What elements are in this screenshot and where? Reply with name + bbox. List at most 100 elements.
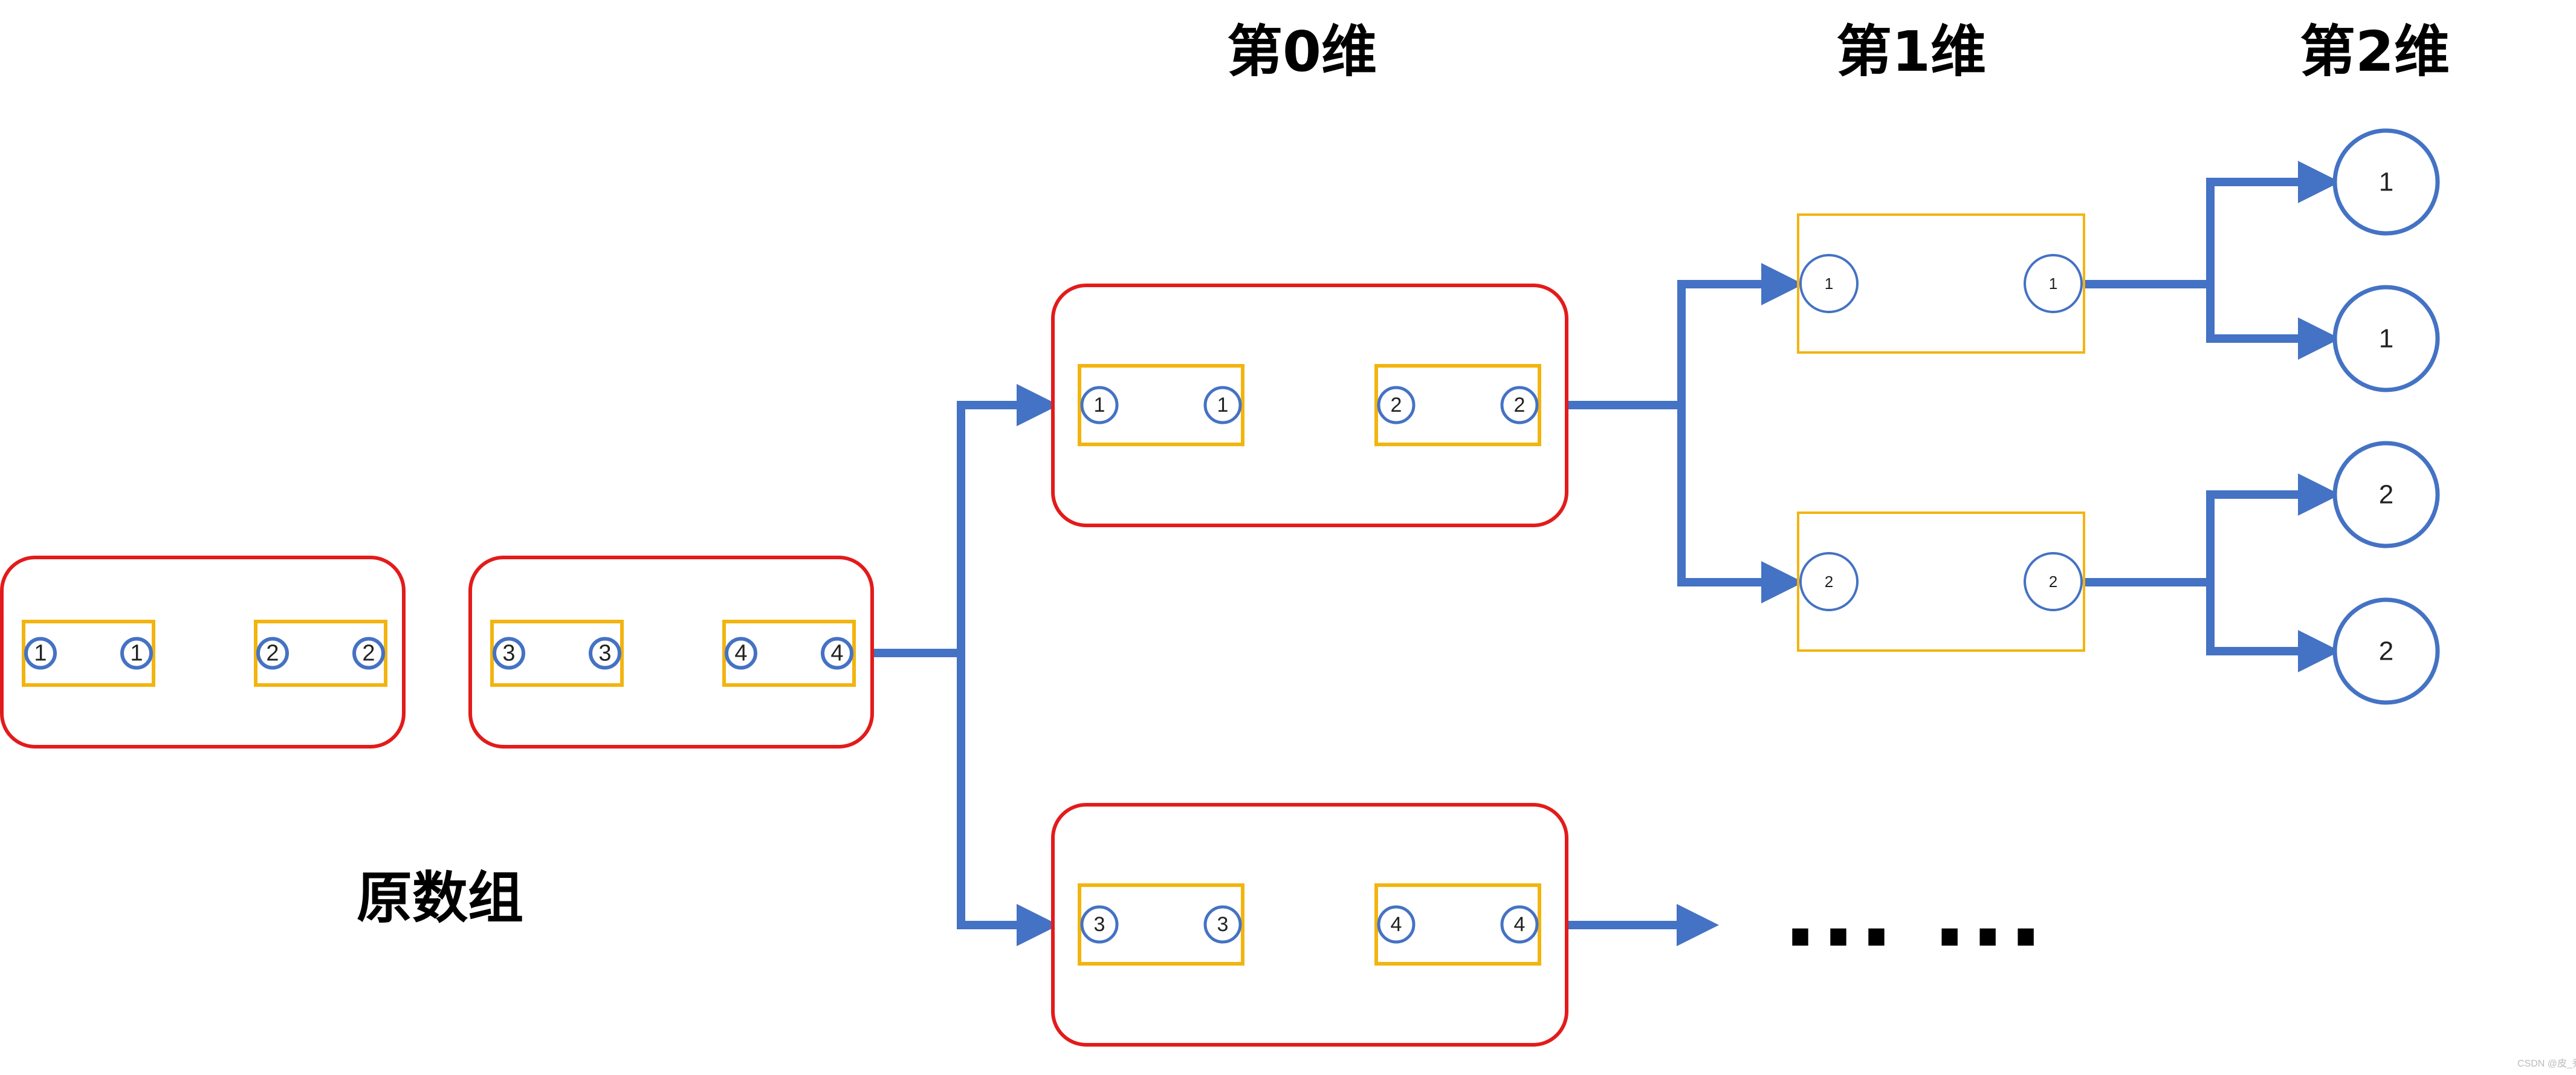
element-right: 4: [1500, 905, 1539, 944]
arrow-to-dim2-element-2: [2206, 284, 2340, 360]
element-label: 1: [2049, 274, 2057, 293]
group-box: [468, 556, 874, 749]
group-box: [1051, 803, 1568, 1047]
element-circle: [2332, 441, 2440, 548]
arrow-to-dim0-group-1: [957, 384, 1059, 653]
element-left: 3: [493, 637, 525, 670]
element-label: 2: [2049, 573, 2057, 591]
heading-dim2: 第2维: [2300, 19, 2450, 84]
element-circle: [2332, 128, 2440, 236]
arrow-to-dim0-group-2: [957, 653, 1059, 946]
element-right: 3: [589, 637, 621, 670]
element-right: 3: [1203, 905, 1242, 944]
element-label: 2: [1391, 394, 1402, 417]
element-right: 1: [2024, 254, 2083, 313]
element-circle: [725, 637, 757, 670]
element-label: 1: [1217, 394, 1229, 417]
element-left: 2: [1377, 386, 1416, 424]
heading-original-array: 原数组: [357, 866, 524, 930]
element-right: 2: [2024, 552, 2083, 611]
element-circle: [493, 637, 525, 670]
arrow-to-dim2-element-4: [2206, 582, 2340, 672]
element-label: 2: [266, 641, 279, 666]
element-circle: [1203, 386, 1242, 424]
ellipsis-text: ... ...: [1783, 862, 2047, 967]
element-circle: [1203, 905, 1242, 944]
dim2-element-1: 1: [2332, 128, 2440, 236]
element-circle: [1080, 905, 1119, 944]
element-circle: [24, 637, 57, 670]
element-right: 2: [1500, 386, 1539, 424]
element-label: 1: [34, 641, 47, 666]
element-label: 3: [502, 641, 515, 666]
element-circle: [256, 637, 289, 670]
element-left: 3: [1080, 905, 1119, 944]
element-circle: [1799, 552, 1859, 611]
element-circle: [120, 637, 153, 670]
element-left: 1: [1080, 386, 1119, 424]
element-circle: [352, 637, 385, 670]
dim2-element-2: 1: [2332, 285, 2440, 392]
element-left: 2: [256, 637, 289, 670]
element-right: 2: [352, 637, 385, 670]
heading-dim0: 第0维: [1227, 19, 1377, 84]
element-label: 1: [2379, 167, 2393, 197]
element-label: 1: [1825, 274, 1833, 293]
heading-dim1: 第1维: [1836, 19, 1987, 84]
element-circle: [589, 637, 621, 670]
element-circle: [1377, 386, 1416, 424]
element-circle: [1377, 905, 1416, 944]
element-label: 3: [598, 641, 611, 666]
element-circle: [2024, 552, 2083, 611]
element-circle: [1799, 254, 1859, 313]
element-right: 4: [821, 637, 853, 670]
arrow-to-dim1-pair-2: [1677, 405, 1804, 603]
element-label: 4: [830, 641, 843, 666]
element-label: 2: [1825, 573, 1833, 591]
element-label: 2: [1514, 394, 1526, 417]
element-right: 1: [120, 637, 153, 670]
dim2-element-3: 2: [2332, 441, 2440, 548]
element-circle: [1080, 386, 1119, 424]
element-left: 1: [1799, 254, 1859, 313]
element-label: 3: [1094, 913, 1105, 936]
element-label: 2: [362, 641, 375, 666]
element-left: 4: [725, 637, 757, 670]
arrow-to-dim1-pair-1: [1677, 263, 1804, 405]
group-box: [0, 556, 406, 749]
element-label: 2: [2379, 480, 2393, 510]
connectors: [872, 161, 2340, 946]
element-label: 4: [1391, 913, 1402, 936]
dim2-element-4: 2: [2332, 597, 2440, 705]
element-label: 2: [2379, 637, 2393, 666]
arrow-to-dim2-element-3: [2206, 473, 2340, 582]
element-circle: [2024, 254, 2083, 313]
element-circle: [1500, 905, 1539, 944]
element-circle: [1500, 386, 1539, 424]
arrow-to-dim2-element-1: [2206, 161, 2340, 284]
element-circle: [821, 637, 853, 670]
element-circle: [2332, 285, 2440, 392]
element-label: 1: [130, 641, 143, 666]
element-label: 1: [2379, 324, 2393, 354]
element-right: 1: [1203, 386, 1242, 424]
group-box: [1051, 284, 1568, 527]
element-left: 1: [24, 637, 57, 670]
element-label: 3: [1217, 913, 1229, 936]
element-label: 4: [1514, 913, 1526, 936]
